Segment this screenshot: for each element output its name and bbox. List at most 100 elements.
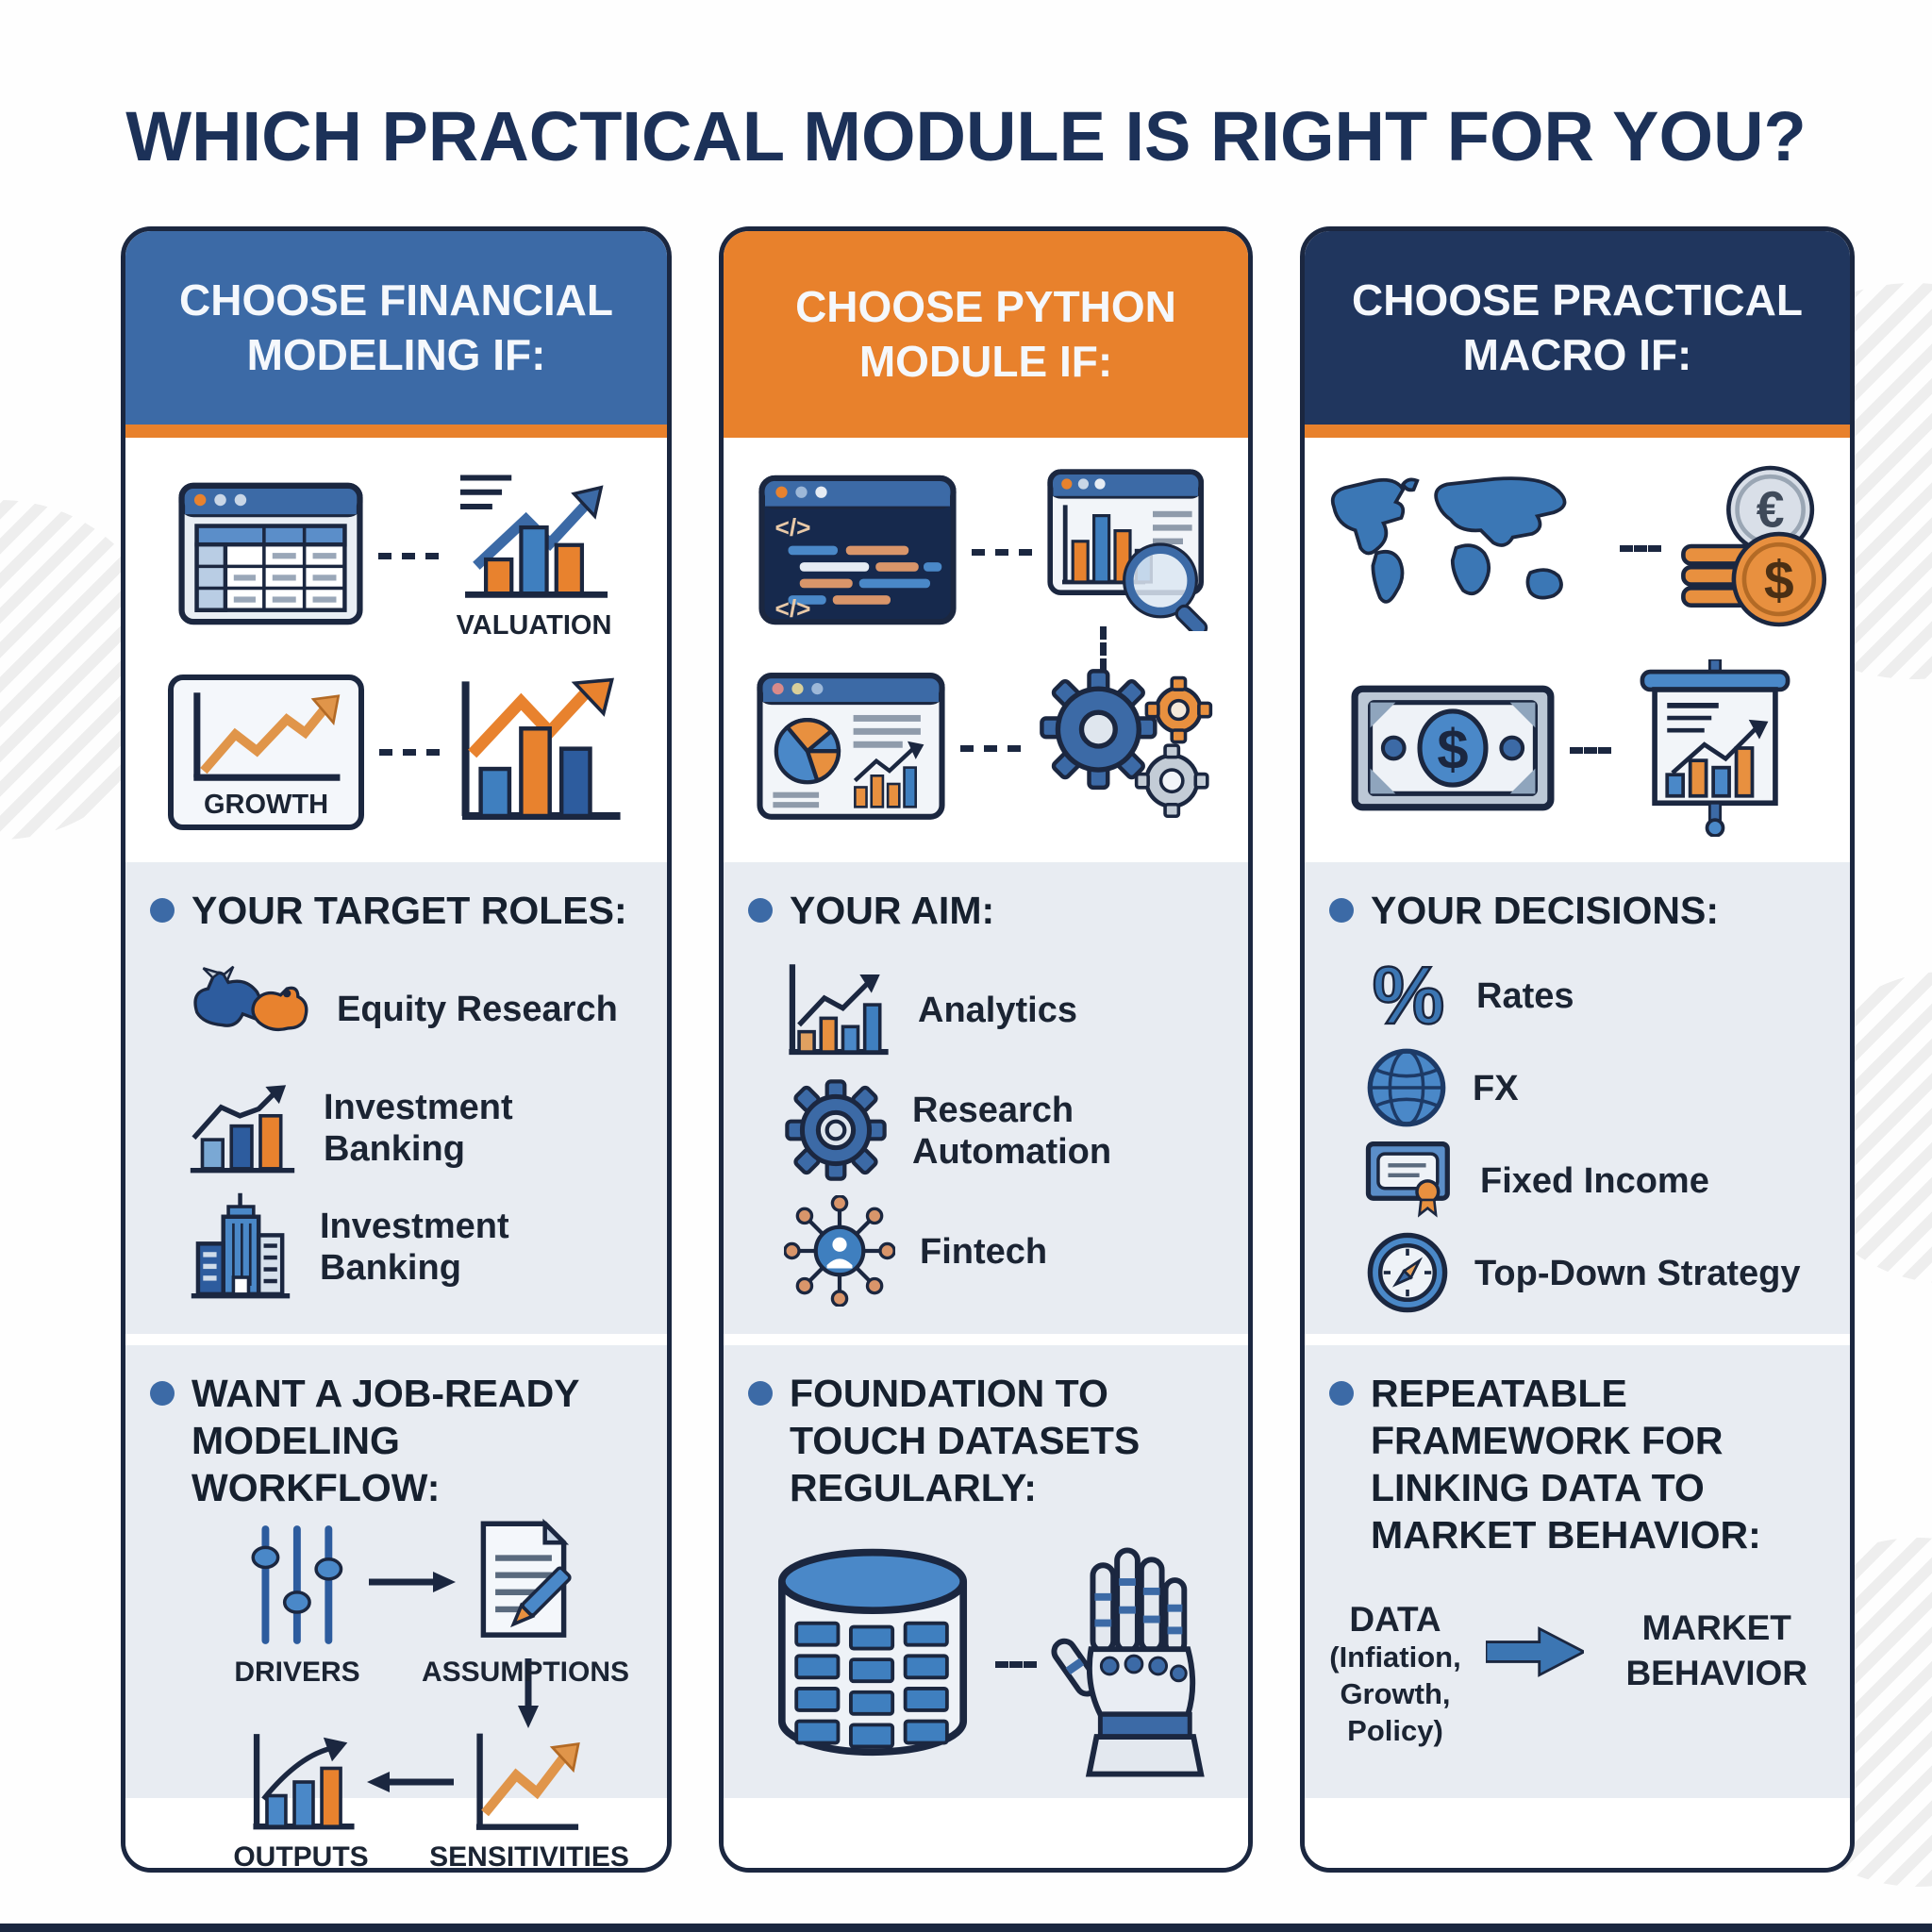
card-footer xyxy=(1305,1798,1850,1868)
list-item: Analytics xyxy=(748,951,1224,1072)
assumptions-document-icon xyxy=(467,1517,580,1650)
target-roles-section: YOUR TARGET ROLES: Equity Research xyxy=(125,862,667,1334)
decision-label: Top-Down Strategy xyxy=(1474,1254,1801,1294)
dashed-connector xyxy=(972,548,1032,556)
list-item: Fintech xyxy=(748,1192,1224,1313)
role-label: Equity Research xyxy=(337,990,618,1030)
building-icon xyxy=(186,1191,295,1306)
dashed-connector xyxy=(960,745,1021,753)
arrow-down-icon xyxy=(516,1658,541,1733)
aim-heading: YOUR AIM: xyxy=(790,889,995,932)
spreadsheet-window-icon xyxy=(178,482,363,630)
dashed-connector-vertical xyxy=(1100,626,1107,672)
euro-symbol: € xyxy=(1757,483,1785,539)
certificate-icon xyxy=(1365,1141,1456,1224)
assumptions-label: ASSUMPTIONS xyxy=(421,1657,630,1689)
list-item: FX xyxy=(1329,1043,1825,1136)
sensitivities-label: SENSITIVITIES xyxy=(429,1841,629,1873)
section-divider xyxy=(125,1334,667,1345)
module-cards: CHOOSE FINANCIAL MODELING IF: xyxy=(121,226,1855,1873)
bar-chart-up-icon xyxy=(455,676,625,828)
bullet-icon xyxy=(1329,898,1354,923)
list-item: Fixed Income xyxy=(1329,1136,1825,1228)
dashed-connector xyxy=(1620,545,1661,552)
bullet-icon xyxy=(150,1381,175,1406)
orange-stripe xyxy=(125,425,667,438)
dollar-symbol: $ xyxy=(1764,550,1794,610)
bullet-icon xyxy=(1329,1381,1354,1406)
sliders-icon xyxy=(241,1523,352,1652)
financial-icon-area: VALUATION GROWTH xyxy=(125,438,667,862)
data-label: DATA xyxy=(1349,1600,1441,1640)
gear-medium-gray xyxy=(1134,743,1209,819)
bullet-icon xyxy=(748,898,773,923)
world-map-icon xyxy=(1322,466,1605,631)
workflow-diagram: DRIVERS ASSUMPTIONS OUTPUTS SENSITIVITIE… xyxy=(150,1517,642,1873)
card-footer xyxy=(125,1798,667,1868)
drivers-label: DRIVERS xyxy=(234,1657,360,1689)
chart-magnifier-window-icon xyxy=(1047,469,1213,638)
presentation-chart-icon xyxy=(1626,658,1804,841)
data-to-market-flow: DATA (Infiation, Growth, Policy) MARKET … xyxy=(1329,1600,1825,1749)
decision-label: FX xyxy=(1473,1069,1519,1109)
data-sub-line: Growth, xyxy=(1340,1676,1451,1710)
market-behavior-label: MARKET BEHAVIOR xyxy=(1625,1608,1808,1693)
target-roles-heading: YOUR TARGET ROLES: xyxy=(192,889,627,932)
code-glyph: </> xyxy=(775,594,811,623)
list-item: Research Automation xyxy=(748,1072,1224,1192)
aim-label: Fintech xyxy=(920,1232,1048,1273)
decision-label: Rates xyxy=(1476,976,1574,1017)
dashed-connector xyxy=(378,552,439,559)
role-label: Investment Banking xyxy=(320,1207,509,1289)
gear-small-orange xyxy=(1144,676,1213,744)
bar-chart-trend-icon xyxy=(186,1078,299,1181)
python-icon-area: </> </> xyxy=(724,438,1248,862)
card-macro-header: CHOOSE PRACTICAL MACRO IF: xyxy=(1305,231,1850,425)
list-item: % Rates xyxy=(1329,949,1825,1043)
framework-heading: REPEATABLE FRAMEWORK FOR LINKING DATA TO… xyxy=(1371,1372,1761,1557)
workflow-heading: WANT A JOB-READY MODELING WORKFLOW: xyxy=(192,1372,579,1510)
arrow-left-icon xyxy=(367,1770,454,1799)
sensitivities-chart-icon xyxy=(471,1730,584,1839)
banknote-icon: $ xyxy=(1351,684,1555,817)
bullet-icon xyxy=(748,1381,773,1406)
card-financial-header: CHOOSE FINANCIAL MODELING IF: xyxy=(125,231,667,425)
foundation-heading: FOUNDATION TO TOUCH DATASETS REGULARLY: xyxy=(790,1372,1141,1510)
blue-arrow-icon xyxy=(1484,1624,1587,1684)
list-item: Top-Down Strategy xyxy=(1329,1228,1825,1321)
percent-glyph: % xyxy=(1373,955,1444,1036)
banknote-dollar-symbol: $ xyxy=(1437,718,1468,781)
valuation-label: VALUATION xyxy=(456,610,612,641)
arrow-right-icon xyxy=(369,1570,456,1599)
modeling-workflow-section: WANT A JOB-READY MODELING WORKFLOW: xyxy=(125,1345,667,1868)
card-python-module: CHOOSE PYTHON MODULE IF: </> </> xyxy=(719,226,1253,1873)
aim-label: Analytics xyxy=(918,991,1077,1031)
role-label: Investment Banking xyxy=(324,1088,513,1170)
percent-icon: % xyxy=(1365,949,1452,1041)
code-editor-window-icon: </> </> xyxy=(758,475,957,630)
section-divider xyxy=(724,1334,1248,1345)
data-block: DATA (Infiation, Growth, Policy) xyxy=(1329,1600,1460,1749)
card-python-header: CHOOSE PYTHON MODULE IF: xyxy=(724,231,1248,438)
framework-section: REPEATABLE FRAMEWORK FOR LINKING DATA TO… xyxy=(1305,1345,1850,1798)
database-icon xyxy=(763,1543,982,1786)
valuation-bar-chart-icon xyxy=(454,470,614,607)
your-decisions-section: YOUR DECISIONS: % Rates xyxy=(1305,862,1850,1334)
data-sub-line: Policy) xyxy=(1347,1713,1443,1747)
growth-line-chart-icon: GROWTH xyxy=(168,674,364,830)
card-practical-macro: CHOOSE PRACTICAL MACRO IF: xyxy=(1300,226,1855,1873)
currency-coins-icon: € $ xyxy=(1676,458,1833,639)
globe-icon xyxy=(1365,1046,1448,1134)
fintech-network-icon xyxy=(783,1193,896,1311)
list-item: Investment Banking xyxy=(150,1070,642,1189)
aim-label: Research Automation xyxy=(912,1091,1112,1173)
dashed-connector xyxy=(1570,747,1611,754)
compass-icon xyxy=(1365,1230,1450,1320)
page-title: WHICH PRACTICAL MODULE IS RIGHT FOR YOU? xyxy=(125,96,1807,175)
macro-icon-area: € $ xyxy=(1305,438,1850,862)
list-item: Investment Banking xyxy=(150,1189,642,1307)
code-glyph: </> xyxy=(775,513,811,541)
gear-icon xyxy=(784,1078,888,1187)
growth-label: GROWTH xyxy=(203,789,329,820)
robot-hand-icon xyxy=(1050,1544,1208,1785)
